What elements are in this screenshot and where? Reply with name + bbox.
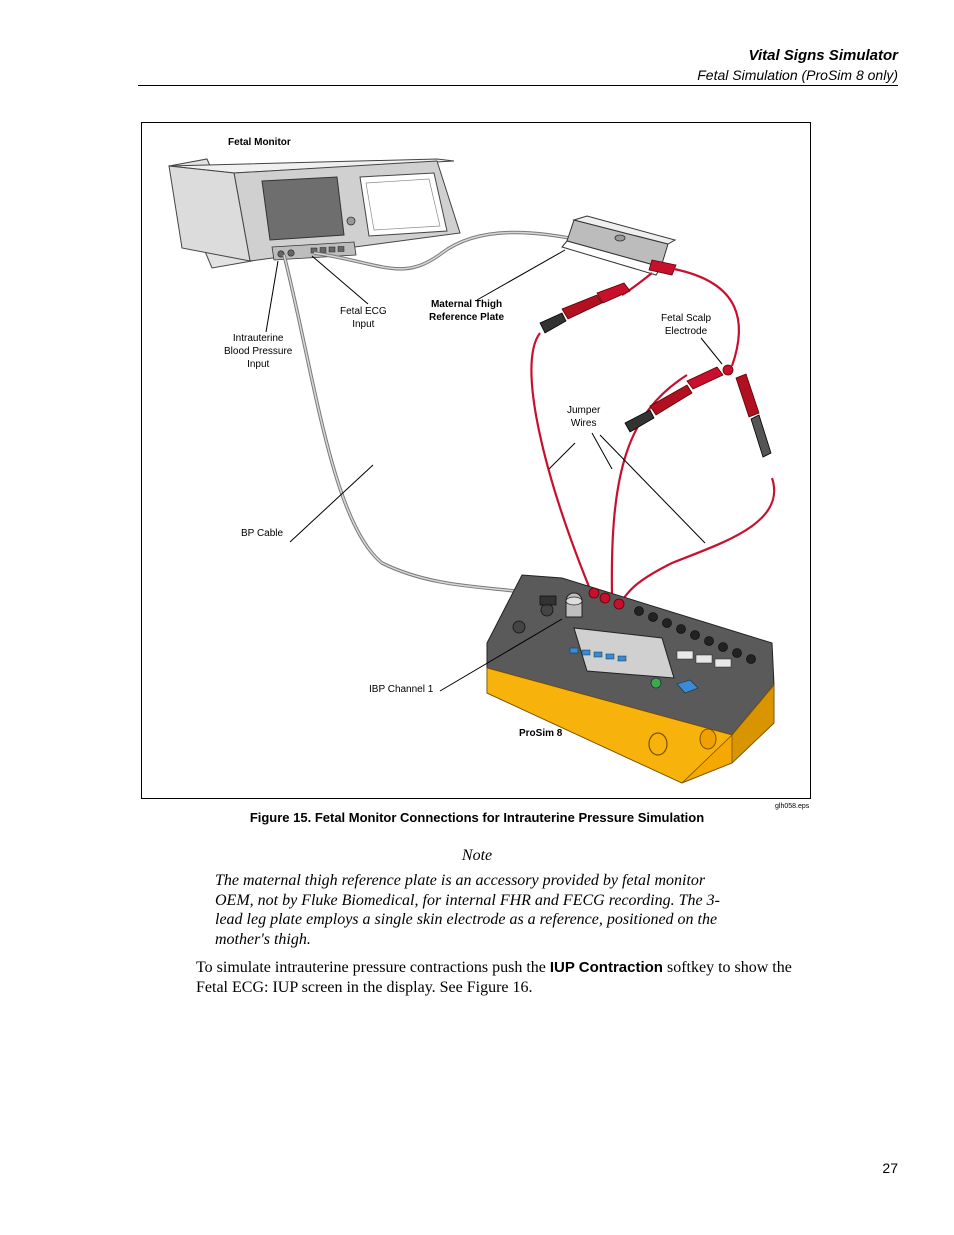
maternal-thigh-plate [561,215,677,276]
note-title: Note [461,847,493,864]
leader-lines [265,249,723,692]
fetal-ecg-input-label: Fetal ECG Input [340,306,387,330]
prosim-label: ProSim 8 [519,728,563,739]
fetal-scalp-label: Fetal Scalp Electrode [661,313,712,337]
figure-frame: Fetal Monitor Fetal ECG Input Intrauteri… [141,122,811,799]
bp-cable-label: BP Cable [241,528,284,539]
connection-diagram [168,158,776,784]
fetal-monitor-label: Fetal Monitor [228,137,291,148]
red-leads [530,267,776,602]
header-subtitle: Fetal Simulation (ProSim 8 only) [697,67,898,83]
prosim8-illustration [486,574,775,784]
red-plugs [539,282,772,458]
note-body: The maternal thigh reference plate is an… [215,872,720,948]
iup-contraction-softkey: IUP Contraction [549,959,663,976]
header-rule [138,85,898,86]
fetal-monitor-illustration [168,158,461,269]
jumper-wires-label: Jumper Wires [567,405,601,429]
figure-file-id: glh058.eps [775,803,810,810]
iup-input-label: Intrauterine Blood Pressure Input [224,333,293,370]
maternal-thigh-label: Maternal Thigh Reference Plate [429,299,505,323]
paragraph-text-after: softkey to show the Fetal ECG: IUP scree… [196,959,792,996]
header-title: Vital Signs Simulator [748,47,898,64]
page-number: 27 [882,1160,898,1176]
paragraph-text-before: To simulate intrauterine pressure contra… [196,959,550,976]
ibp-channel-label: IBP Channel 1 [369,684,434,695]
instruction-paragraph: To simulate intrauterine pressure contra… [196,958,796,997]
figure-caption: Figure 15. Fetal Monitor Connections for… [249,810,705,825]
